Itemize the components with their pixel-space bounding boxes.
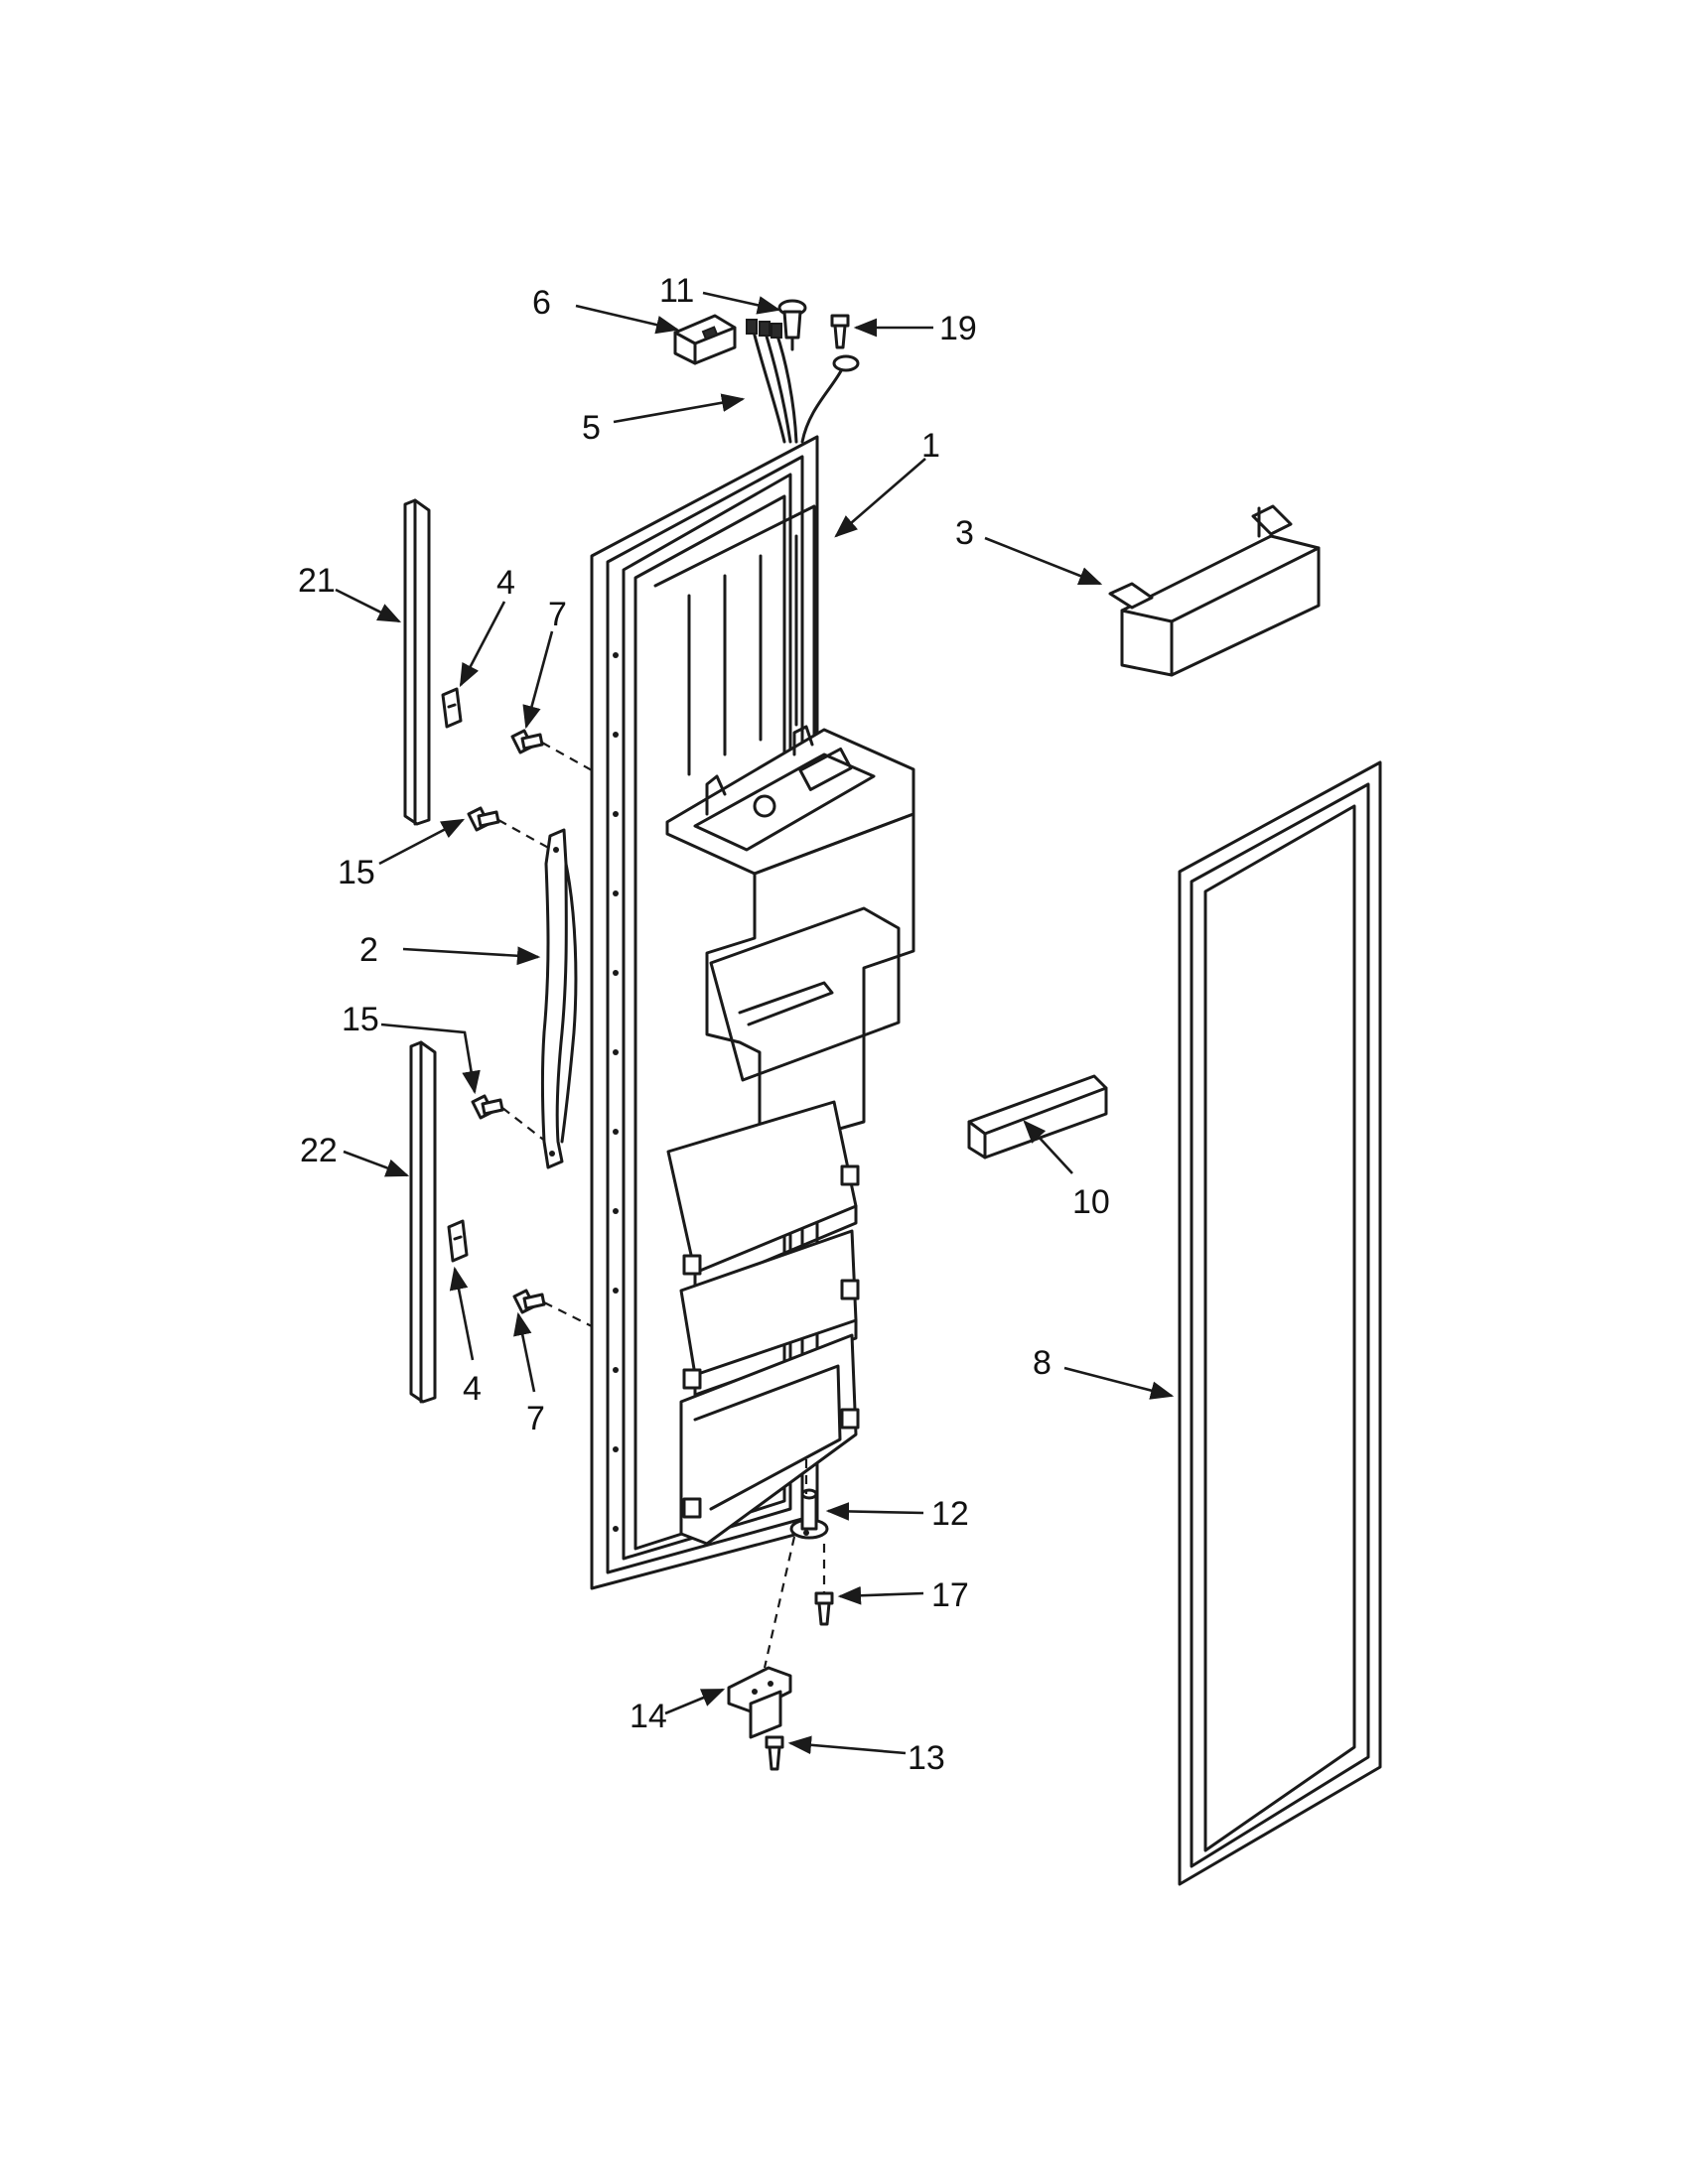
callout-4-upper: 4	[496, 564, 515, 602]
callout-labels: 6 11 19 5 1 3 21 4 7 15 2 15 22 4 7 10 8…	[298, 272, 1110, 1777]
wire-harness-part	[746, 319, 860, 444]
screw-part-15-upper	[467, 806, 500, 832]
callout-7-lower: 7	[526, 1400, 545, 1437]
callout-12: 12	[931, 1495, 969, 1533]
screw-part-19	[830, 314, 850, 349]
callout-22: 22	[300, 1132, 338, 1169]
screw-part-7-lower	[512, 1289, 546, 1314]
trim-strip-lower-part	[409, 1040, 437, 1404]
door-panel-part	[590, 435, 915, 1590]
screw-part-13	[765, 1735, 784, 1771]
screw-part-17	[814, 1591, 834, 1626]
trim-strip-upper-part	[403, 498, 431, 826]
callout-1: 1	[921, 427, 940, 465]
hinge-pin-part	[789, 1488, 829, 1540]
callout-3: 3	[955, 514, 974, 552]
callout-13: 13	[908, 1739, 945, 1777]
callout-11: 11	[659, 272, 694, 310]
callout-17: 17	[931, 1576, 969, 1614]
gasket-part	[1178, 760, 1382, 1886]
clip-part-upper	[441, 687, 463, 729]
callout-21: 21	[298, 562, 336, 600]
hinge-bracket-part	[727, 1666, 792, 1739]
callout-15-lower: 15	[342, 1001, 379, 1038]
callout-7-upper: 7	[548, 596, 567, 633]
screw-part-15-lower	[471, 1094, 504, 1120]
leader-lines	[335, 291, 1175, 1755]
callout-19: 19	[939, 310, 977, 347]
door-bin-part	[1108, 504, 1321, 677]
handle-part	[541, 828, 578, 1169]
callout-4-lower: 4	[463, 1370, 482, 1408]
callout-6: 6	[532, 284, 551, 322]
callout-5: 5	[582, 409, 601, 447]
callout-8: 8	[1033, 1344, 1052, 1382]
callout-2: 2	[359, 931, 378, 969]
callout-15-upper: 15	[338, 854, 375, 891]
clip-part-lower	[447, 1219, 469, 1263]
plug-part	[777, 299, 807, 351]
connector-part	[673, 314, 737, 365]
callout-14: 14	[630, 1698, 667, 1735]
channel-part	[967, 1074, 1108, 1160]
callout-10: 10	[1072, 1183, 1110, 1221]
frame-screw-holes	[613, 652, 619, 1532]
screw-part-7-upper	[510, 729, 544, 754]
